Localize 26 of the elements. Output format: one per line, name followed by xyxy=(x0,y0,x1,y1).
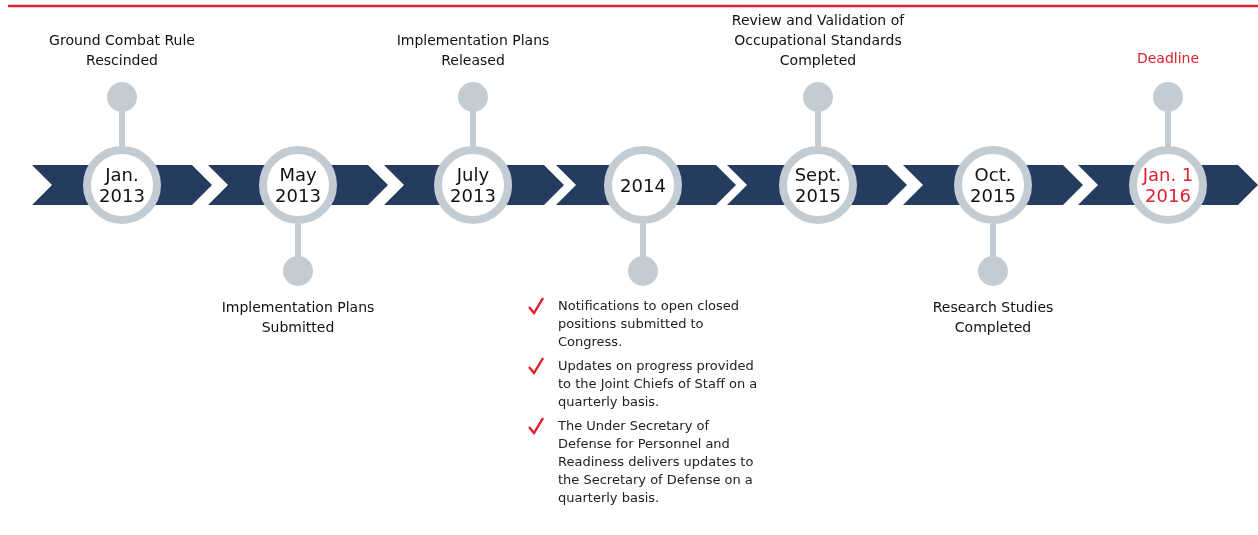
stem-connector xyxy=(107,82,137,146)
date-label: May xyxy=(279,164,317,185)
date-label: 2013 xyxy=(275,185,321,206)
milestone-text: Implementation Plans Submitted xyxy=(220,298,376,337)
milestone-text: Review and Validation of Occupational Standards Completed xyxy=(730,11,906,70)
date-label: 2015 xyxy=(795,185,841,206)
milestone-text: Ground Combat Rule Rescinded xyxy=(48,31,196,70)
stem-connector xyxy=(803,82,833,146)
checklist-item: The Under Secretary of Defense for Personnel and Readiness delivers updates to the Secretary of Defense on a quarterly basis. xyxy=(558,417,755,507)
date-label: 2015 xyxy=(970,185,1016,206)
date-label: Jan. xyxy=(105,164,139,185)
checklist-item: Notifications to open closed positions submitted to Congress. xyxy=(558,297,740,351)
date-label: July xyxy=(456,164,490,185)
date-label: Oct. xyxy=(974,164,1012,185)
date-label: 2013 xyxy=(450,185,496,206)
milestone-text: Deadline xyxy=(1135,49,1201,68)
milestone-text: Implementation Plans Released xyxy=(395,31,551,70)
date-label: Sept. xyxy=(794,164,842,185)
checklist-item: Updates on progress provided to the Joint Chiefs of Staff on a quarterly basis. xyxy=(558,357,759,411)
stem-connector xyxy=(1153,82,1183,146)
milestone-text: Research Studies Completed xyxy=(931,298,1055,337)
date-label: 2013 xyxy=(99,185,145,206)
date-label: Jan. 1 xyxy=(1142,164,1194,185)
stem-connector xyxy=(458,82,488,146)
date-label: 2014 xyxy=(620,174,666,196)
date-label: 2016 xyxy=(1145,185,1191,206)
